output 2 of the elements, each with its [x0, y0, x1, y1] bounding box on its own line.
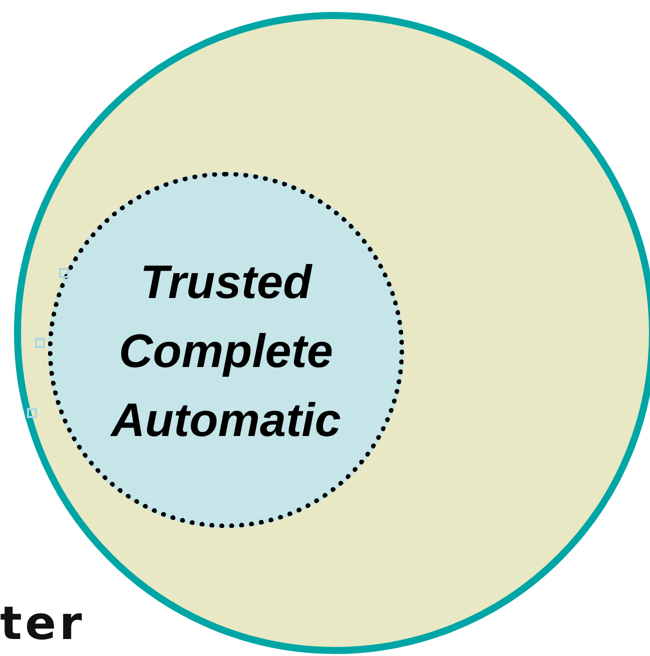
cut-off-text: ter [0, 600, 85, 646]
circle-label: Trusted Complete Automatic [109, 254, 342, 448]
